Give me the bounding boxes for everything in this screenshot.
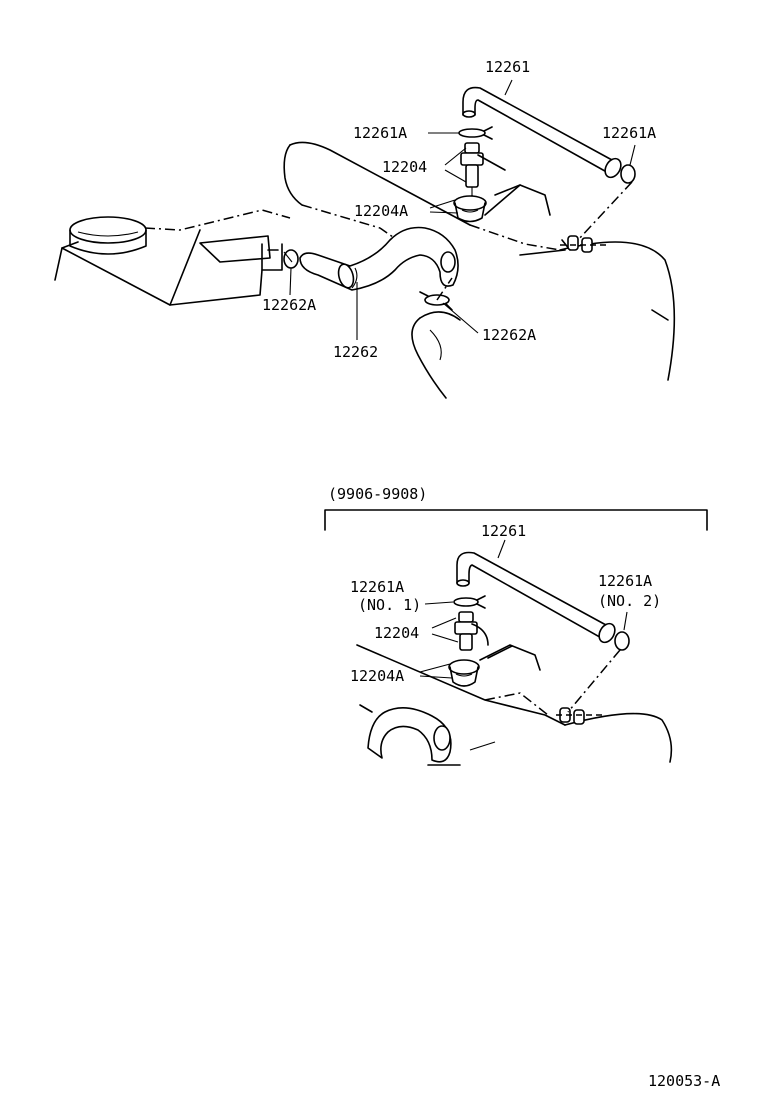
clip-12261a-no2-shape	[567, 631, 630, 713]
label-12261a-no1-note: (NO. 1)	[358, 596, 421, 614]
clip-12261a-no1-shape	[453, 595, 486, 609]
label-12262a-right: 12262A	[482, 326, 536, 344]
bottom-assembly-view: (9906-9908)	[324, 485, 708, 766]
clip-12261a-right-shape	[577, 164, 636, 241]
label-12261a-no2-note: (NO. 2)	[598, 592, 661, 610]
label-12261a-no2: 12261A	[598, 572, 652, 590]
label-12261-variant: 12261	[481, 522, 526, 540]
bottom-leader-lines	[419, 539, 628, 679]
label-12204a-variant: 12204A	[350, 667, 404, 685]
grommet-12204a	[453, 195, 487, 223]
label-12261a-left: 12261A	[353, 124, 407, 142]
label-12261a-right: 12261A	[602, 124, 656, 142]
date-range-label: (9906-9908)	[328, 485, 427, 503]
clip-12261a-left-shape	[458, 126, 493, 140]
pcv-valve-12204	[460, 142, 506, 210]
label-12204: 12204	[382, 158, 427, 176]
pcv-hose-12261	[462, 86, 622, 179]
top-assembly-view: 12261 12261A 12261A 12204 12204A 12262A …	[54, 58, 676, 399]
intake-manifold	[283, 141, 676, 399]
label-12261: 12261	[485, 58, 530, 76]
grommet-12204a-variant	[448, 659, 480, 687]
label-12204-variant: 12204	[374, 624, 419, 642]
pcv-hose-12261-variant	[456, 551, 616, 644]
date-range-bracket	[324, 509, 708, 531]
clip-12262a-right-shape	[419, 277, 453, 311]
figure-code: 120053-A	[648, 1072, 720, 1090]
clip-12262a-left-shape	[283, 249, 299, 269]
top-leader-lines	[289, 79, 636, 340]
pcv-hose-12262	[299, 226, 459, 291]
label-12261a-no1: 12261A	[350, 578, 404, 596]
intake-manifold-variant	[356, 644, 673, 766]
label-12262: 12262	[333, 343, 378, 361]
label-12204a: 12204A	[354, 202, 408, 220]
pcv-valve-12204-variant	[454, 611, 489, 651]
cylinder-head-cover	[54, 209, 291, 306]
label-12262a-left: 12262A	[262, 296, 316, 314]
